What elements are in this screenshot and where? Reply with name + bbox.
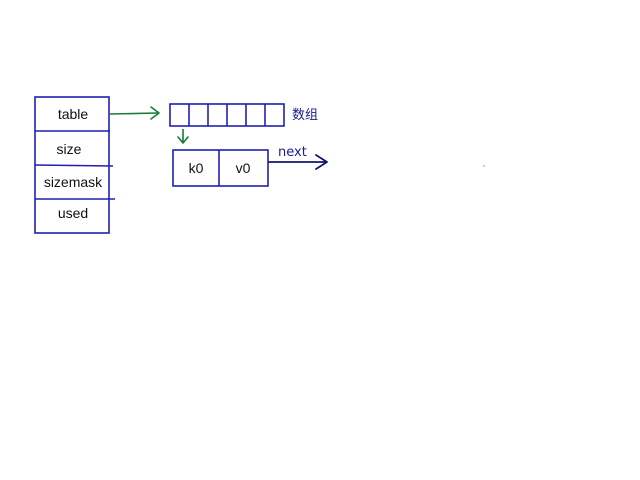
field-table: table <box>58 106 89 122</box>
field-used: used <box>58 205 88 221</box>
entry-key: k0 <box>189 160 204 176</box>
array-slot-dividers <box>188 104 266 126</box>
bucket-pointer-arrow <box>177 129 189 144</box>
entry-value: v0 <box>236 160 251 176</box>
field-size: size <box>57 141 82 157</box>
next-pointer-arrow: next <box>268 145 328 170</box>
bucket-array: 数组 <box>169 103 318 127</box>
entry-node: k0 v0 <box>172 149 269 187</box>
table-pointer-arrow <box>109 106 160 120</box>
array-label: 数组 <box>292 108 318 123</box>
struct-divider-2 <box>34 164 114 167</box>
stray-dot <box>483 165 485 167</box>
field-sizemask: sizemask <box>44 174 103 190</box>
struct-box: table size sizemask used <box>34 96 115 234</box>
next-label: next <box>278 145 307 160</box>
entry-outline <box>172 149 269 187</box>
